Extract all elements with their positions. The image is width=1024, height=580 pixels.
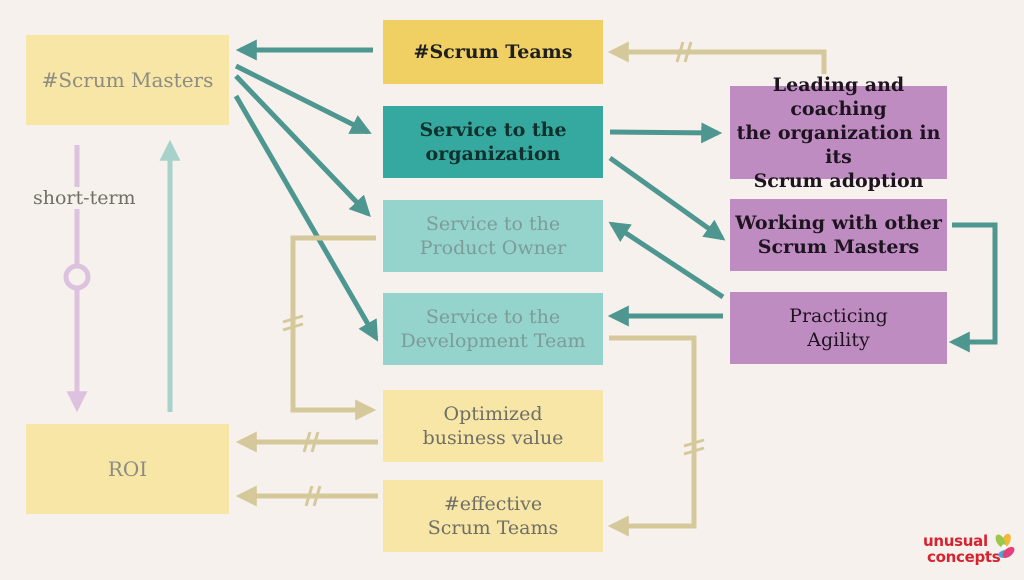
scrum-teams-node: #Scrum Teams — [383, 20, 603, 84]
optimized-value-label: Optimized business value — [422, 403, 564, 449]
service-dev-label: Service to the Development Team — [400, 306, 586, 352]
logo-line2: concepts — [927, 548, 1001, 566]
scrum-teams-label: #Scrum Teams — [413, 41, 573, 63]
leading-coaching-node: Leading and coaching the organization in… — [730, 74, 947, 192]
practicing-agility-label: Practicing Agility — [789, 305, 888, 351]
arrow-practicing-to-service-po — [608, 221, 725, 300]
effective-teams-node: #effective Scrum Teams — [383, 480, 603, 552]
flower-icon — [995, 533, 1015, 559]
short-term-label: short-term — [31, 187, 138, 209]
leading-coaching-label: Leading and coaching the organization in… — [736, 73, 941, 192]
short-term-circle — [63, 263, 91, 291]
arrow-service-org-to-working — [608, 155, 726, 241]
arrow-scrummasters-to-service-po — [234, 74, 371, 218]
scrum-masters-node: #Scrum Masters — [26, 35, 229, 125]
arrow-working-to-practicing — [948, 222, 998, 353]
effective-teams-label: #effective Scrum Teams — [427, 493, 559, 539]
service-org-label: Service to the organization — [419, 119, 567, 165]
arrow-service-po-to-optimized — [290, 235, 377, 421]
roi-label: ROI — [107, 457, 148, 481]
arrow-scrummasters-to-service-org — [234, 63, 372, 135]
service-po-label: Service to the Product Owner — [419, 213, 567, 259]
working-sm-node: Working with other Scrum Masters — [730, 199, 947, 271]
working-sm-label: Working with other Scrum Masters — [735, 212, 942, 258]
roi-node: ROI — [26, 424, 229, 514]
service-org-node: Service to the organization — [383, 106, 603, 178]
scrum-masters-label: #Scrum Masters — [41, 68, 214, 92]
service-po-node: Service to the Product Owner — [383, 200, 603, 272]
optimized-value-node: Optimized business value — [383, 390, 603, 462]
practicing-agility-node: Practicing Agility — [730, 292, 947, 364]
arrow-service-dev-to-effective — [607, 335, 697, 537]
arrow-service-org-to-leading — [609, 122, 723, 144]
arrow-scrummasters-to-service-dev — [233, 94, 379, 342]
service-dev-node: Service to the Development Team — [383, 293, 603, 365]
break-marks — [282, 41, 705, 507]
logo-line1: unusual — [923, 532, 988, 550]
arrow-leading-to-scrumteams — [607, 41, 827, 74]
unusual-concepts-logo: unusual concepts — [923, 532, 1019, 574]
